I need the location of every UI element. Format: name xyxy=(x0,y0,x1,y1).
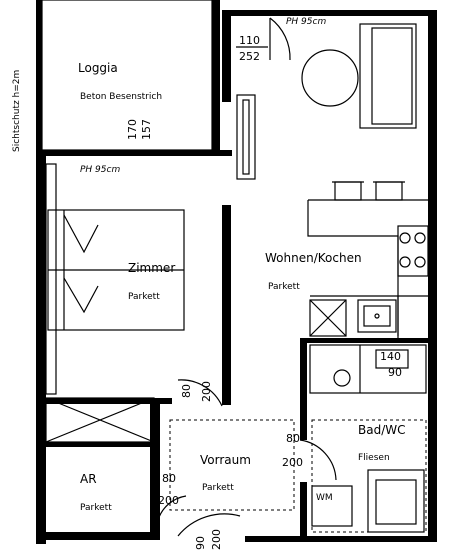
bad-label: Bad/WC xyxy=(358,423,406,437)
shower-height: 90 xyxy=(388,366,402,379)
zimmer-floor-label: Parkett xyxy=(128,292,160,302)
entry-door-width: 90 xyxy=(194,536,207,550)
walls xyxy=(36,0,437,544)
wohnen-floor-label: Parkett xyxy=(268,282,300,292)
loggia: Loggia Beton Besenstrich Sichtschutz h=2… xyxy=(12,0,213,152)
zimmer-label: Zimmer xyxy=(128,261,175,275)
loggia-door-width: 170 xyxy=(126,119,139,140)
wohnen-label: Wohnen/Kochen xyxy=(265,251,362,265)
vorraum: Vorraum Parkett 90 200 xyxy=(169,419,295,550)
zimmer: Zimmer Parkett 80 200 xyxy=(45,163,223,443)
bad-door-width: 80 xyxy=(286,432,300,445)
ar-door-height: 200 xyxy=(158,494,179,507)
ar-floor-label: Parkett xyxy=(80,503,112,513)
window-height: 252 xyxy=(239,50,260,63)
bad-floor-label: Fliesen xyxy=(358,453,390,463)
ar-label: AR xyxy=(80,472,97,486)
vorraum-floor-label: Parkett xyxy=(202,483,234,493)
loggia-door: PH 95cm xyxy=(80,94,256,180)
entry-door-height: 200 xyxy=(210,529,223,550)
loggia-label: Loggia xyxy=(78,61,118,75)
top-window: 110 252 PH 95cm xyxy=(236,17,326,63)
zimmer-door-height: 200 xyxy=(200,381,213,402)
ar-room: AR Parkett 80 200 xyxy=(80,472,187,521)
window-width: 110 xyxy=(239,34,260,47)
vorraum-label: Vorraum xyxy=(200,453,251,467)
zimmer-door-width: 80 xyxy=(180,384,193,398)
ar-door-width: 80 xyxy=(162,472,176,485)
bad-door-height: 200 xyxy=(282,456,303,469)
ph-mid-label: PH 95cm xyxy=(80,165,120,175)
loggia-door-height: 157 xyxy=(140,119,153,140)
living-furniture: Wohnen/Kochen Parkett xyxy=(265,23,430,340)
bathroom: 140 90 WM Bad/WC Fliesen 80 200 xyxy=(282,344,427,533)
shower-width: 140 xyxy=(380,350,401,363)
loggia-floor-label: Beton Besenstrich xyxy=(80,92,162,102)
ph-top-label: PH 95cm xyxy=(286,17,326,27)
wm-label: WM xyxy=(316,493,333,503)
sichtschutz-label: Sichtschutz h=2m xyxy=(12,70,22,152)
